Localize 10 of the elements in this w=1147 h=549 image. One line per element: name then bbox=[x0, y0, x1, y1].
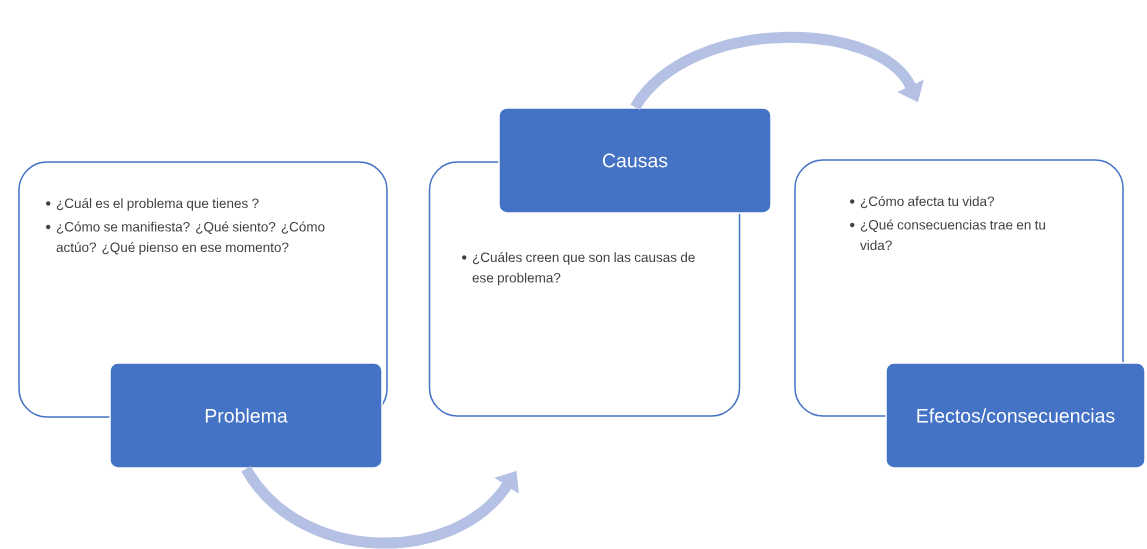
question-text: ¿Qué consecuencias trae en tu vida? bbox=[860, 219, 1046, 251]
curved-arrow bbox=[241, 465, 519, 549]
question-text: ¿Cuál es el problema que tienes ? bbox=[56, 198, 259, 211]
title-box: Problema bbox=[109, 362, 383, 469]
question-text: ¿Cómo se manifiesta? ¿Qué siento? ¿Cómo actúo? ¿Qué pienso en ese momento? bbox=[56, 221, 325, 255]
question-text: ¿Cuáles creen que son las causas de ese problema? bbox=[472, 252, 695, 286]
curved-arrow bbox=[630, 31, 924, 111]
title-box: Efectos/consecuencias bbox=[885, 362, 1146, 469]
title-box: Causas bbox=[498, 107, 772, 214]
question-text: ¿Cómo afecta tu vida? bbox=[860, 196, 995, 209]
